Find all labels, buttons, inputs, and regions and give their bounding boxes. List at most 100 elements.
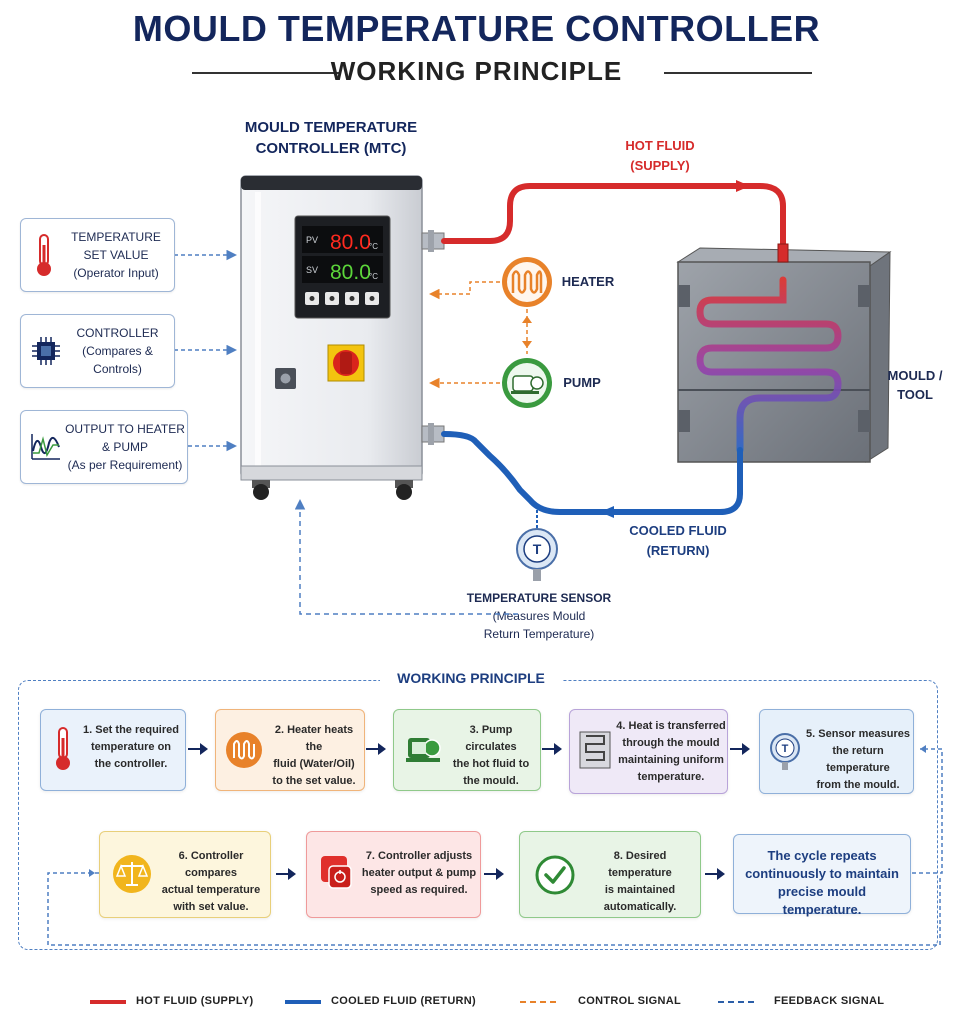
pv-label: PV <box>306 235 318 245</box>
step-7-line1: 7. Controller adjusts <box>365 850 473 862</box>
page-title: MOULD TEMPERATURE CONTROLLER <box>132 8 821 49</box>
svg-text:T: T <box>782 743 789 755</box>
mtc-label-line1: MOULD TEMPERATURE <box>245 119 417 136</box>
step-2-line1: 2. Heater heats the <box>274 724 354 753</box>
input-3-line2: & PUMP <box>101 440 148 454</box>
step-8-line2: is maintained <box>604 884 676 896</box>
pv-unit: °C <box>369 242 378 251</box>
legend-hot-swatch <box>90 1000 126 1004</box>
step-2-line2: fluid (Water/Oil) <box>273 758 355 770</box>
title-divider-left <box>192 72 340 74</box>
arrow-2-3-icon <box>366 743 386 755</box>
heater-control-signal <box>429 281 500 300</box>
inlet-coupling-icon <box>421 423 445 445</box>
outlet-coupling-icon <box>421 230 445 252</box>
mould-tool <box>676 243 892 463</box>
input-box-set-value: TEMPERATURE SET VALUE (Operator Input) <box>20 218 175 292</box>
step-6-line3: with set value. <box>173 901 249 913</box>
heater-label: HEATER <box>562 274 615 289</box>
input-2-line3: Controls) <box>93 362 142 376</box>
sensor-feedback-line <box>294 499 518 615</box>
step-7: 7. Controller adjusts heater output & pu… <box>306 831 481 918</box>
hot-fluid-label-line2: (SUPPLY) <box>630 158 689 173</box>
caster-wheel-left-icon <box>252 480 270 500</box>
mtc-label-line2: CONTROLLER (MTC) <box>256 140 407 157</box>
chip-icon <box>32 337 60 365</box>
arrow-1-2-icon <box>188 743 208 755</box>
arrow-4-5-icon <box>730 743 750 755</box>
thermometer-icon <box>56 727 70 770</box>
pump-icon <box>502 358 552 408</box>
loop-feedback-right <box>912 748 943 874</box>
step-7-line3: speed as required. <box>370 884 468 896</box>
input-2-line1: CONTROLLER <box>76 326 159 340</box>
legend-control-swatch <box>520 1001 556 1003</box>
hot-fluid-pipe <box>441 183 786 285</box>
step-1-line1: 1. Set the required <box>83 724 179 736</box>
port-gauge-icon <box>275 368 296 389</box>
arrow-6-7-icon <box>276 868 296 880</box>
cycle-line3: precise mould temperature. <box>777 884 867 917</box>
balance-scale-icon <box>113 855 151 893</box>
step-5-line1: 5. Sensor measures <box>806 728 910 740</box>
arrow-3-4-icon <box>542 743 562 755</box>
step-1-line2: temperature on <box>90 741 172 753</box>
adjust-icon <box>321 856 352 889</box>
step-1: 1. Set the required temperature on the c… <box>40 709 186 791</box>
cooled-fluid-label-line2: (RETURN) <box>647 543 710 558</box>
sensor-icon: T <box>770 733 800 770</box>
step-6: 6. Controller compares actual temperatur… <box>99 831 271 918</box>
svg-text:T: T <box>533 541 542 557</box>
input-3-line3: (As per Requirement) <box>67 458 183 472</box>
cycle-note: The cycle repeats continuously to mainta… <box>733 834 911 917</box>
step-2: 2. Heater heats the fluid (Water/Oil) to… <box>215 709 365 791</box>
step-4-line4: temperature. <box>637 771 705 783</box>
step-8: 8. Desired temperature is maintained aut… <box>519 831 701 918</box>
heater-icon <box>502 257 552 307</box>
sv-value: 80.0 <box>330 261 371 284</box>
step-4-line1: 4. Heat is transferred <box>616 720 726 732</box>
sensor-label-line1: TEMPERATURE SENSOR <box>467 591 612 605</box>
mould-label-line1: MOULD / <box>888 368 943 383</box>
step-3-line2: the hot fluid to <box>452 758 530 770</box>
step-8-line1: 8. Desired temperature <box>608 850 672 879</box>
step-4-line3: maintaining uniform <box>618 754 724 766</box>
step-7-line2: heater output & pump <box>361 867 477 879</box>
cycle-line2: continuously to maintain <box>745 866 899 881</box>
working-principle-heading: WORKING PRINCIPLE <box>380 670 562 690</box>
step-6-line2: actual temperature <box>161 884 261 896</box>
step-5: T 5. Sensor measures the return temperat… <box>759 709 914 794</box>
sensor-label-line3: Return Temperature) <box>484 627 595 641</box>
legend-feedback-label: FEEDBACK SIGNAL <box>774 995 885 1007</box>
caster-wheel-right-icon <box>395 480 413 500</box>
hot-fluid-label-line1: HOT FLUID <box>625 138 694 153</box>
cooled-fluid-label-line1: COOLED FLUID <box>629 523 727 538</box>
legend-cold-swatch <box>285 1000 321 1004</box>
input-3-line1: OUTPUT TO HEATER <box>65 422 185 436</box>
step-2-line3: to the set value. <box>272 775 356 787</box>
step-8-line3: automatically. <box>603 901 677 913</box>
sv-unit: °C <box>369 272 378 281</box>
legend-hot-label: HOT FLUID (SUPPLY) <box>136 995 254 1007</box>
step-1-line3: the controller. <box>94 758 168 770</box>
step-4: 4. Heat is transferred through the mould… <box>569 709 728 794</box>
main-switch-icon[interactable] <box>327 344 365 382</box>
input-1-line1: TEMPERATURE <box>71 230 161 244</box>
mould-channel-icon <box>579 731 611 769</box>
step-6-line1: 6. Controller compares <box>178 850 244 879</box>
system-diagram: MOULD TEMPERATURE CONTROLLER (MTC) PV 80… <box>174 119 943 641</box>
input-box-output: OUTPUT TO HEATER & PUMP (As per Requirem… <box>20 410 188 484</box>
controller-display: PV 80.0 °C SV 80.0 °C <box>294 215 391 319</box>
pump-label: PUMP <box>563 375 601 390</box>
signal-wave-icon <box>31 434 60 460</box>
hot-flow-arrow-icon <box>736 180 750 192</box>
step-3-line1: 3. Pump circulates <box>465 724 517 753</box>
legend-cold-label: COOLED FLUID (RETURN) <box>331 995 477 1007</box>
sv-label: SV <box>306 265 318 275</box>
step-flow-arrows <box>47 743 943 946</box>
title-divider-right <box>664 72 812 74</box>
arrow-8-cycle-icon <box>705 868 725 880</box>
page-subtitle: WORKING PRINCIPLE <box>330 56 623 86</box>
mould-label-line2: TOOL <box>897 387 933 402</box>
step-5-line2: the return temperature <box>826 745 890 774</box>
